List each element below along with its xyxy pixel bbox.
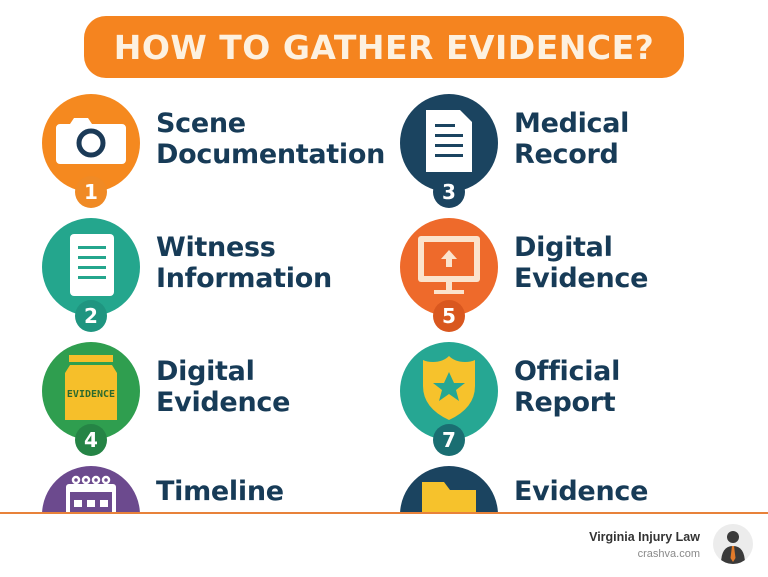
calendar-icon [66, 475, 116, 513]
step-number-badge: 1 [75, 176, 107, 208]
step-label-line1: Digital [156, 356, 255, 387]
step-number-badge: 5 [433, 300, 465, 332]
avatar [713, 524, 753, 564]
police-badge-icon [423, 356, 475, 420]
step-label: Witness Information [156, 232, 332, 294]
step-label-line2: Report [514, 387, 616, 418]
evidence-steps-grid: 1 Scene Documentation 3 Medical Record [42, 94, 740, 513]
step-label-line1: Digital [514, 232, 613, 263]
step-label-line1: Evidence [514, 476, 649, 507]
camera-icon [56, 118, 126, 164]
step-number-badge: 3 [433, 176, 465, 208]
page-title: HOW TO GATHER EVIDENCE? [113, 27, 655, 67]
footer-brand: Virginia Injury Law crashva.com [589, 530, 700, 560]
step-medical-record: 3 Medical Record [400, 94, 740, 209]
step-label-line2: Evidence [514, 263, 649, 294]
monitor-upload-icon [418, 236, 480, 294]
evidence-bag-icon: EVIDENCE [65, 355, 117, 420]
step-evidence-folder: Evidence [400, 466, 740, 513]
step-label: Scene Documentation [156, 108, 385, 170]
step-scene-documentation: 1 Scene Documentation [42, 94, 385, 209]
folder-icon [422, 482, 476, 513]
lawyer-avatar-icon [721, 531, 745, 564]
document-icon [426, 110, 472, 172]
step-label-line2: Evidence [156, 387, 291, 418]
step-label-line1: Timeline [156, 476, 284, 507]
step-label-line1: Medical [514, 108, 630, 139]
step-timeline: Timeline [42, 466, 382, 513]
step-digital-evidence-monitor: 5 Digital Evidence [400, 218, 740, 333]
step-number-badge: 2 [75, 300, 107, 332]
notes-icon [70, 234, 114, 296]
step-label-line1: Scene [156, 108, 246, 139]
step-label: Official Report [514, 356, 620, 418]
step-label: Digital Evidence [514, 232, 648, 294]
step-label-line2: Documentation [156, 139, 386, 170]
step-official-report: 7 Official Report [400, 342, 740, 457]
evidence-bag-label: EVIDENCE [67, 389, 115, 400]
footer-divider [0, 512, 768, 514]
step-label-line1: Witness [156, 232, 276, 263]
brand-site-link[interactable]: crashva.com [637, 548, 700, 560]
step-number-badge: 4 [75, 424, 107, 456]
step-witness-information: 2 Witness Information [42, 218, 382, 333]
step-digital-evidence-bag: EVIDENCE 4 Digital Evidence [42, 342, 382, 457]
step-label: Medical Record [514, 108, 629, 170]
step-label: Timeline [156, 476, 284, 507]
step-label: Digital Evidence [156, 356, 290, 418]
step-number-badge: 7 [433, 424, 465, 456]
title-banner: HOW TO GATHER EVIDENCE? [84, 16, 684, 78]
step-label-line1: Official [514, 356, 621, 387]
step-label-line2: Record [514, 139, 619, 170]
step-label-line2: Information [156, 263, 332, 294]
step-label: Evidence [514, 476, 648, 507]
brand-name: Virginia Injury Law [589, 530, 700, 544]
